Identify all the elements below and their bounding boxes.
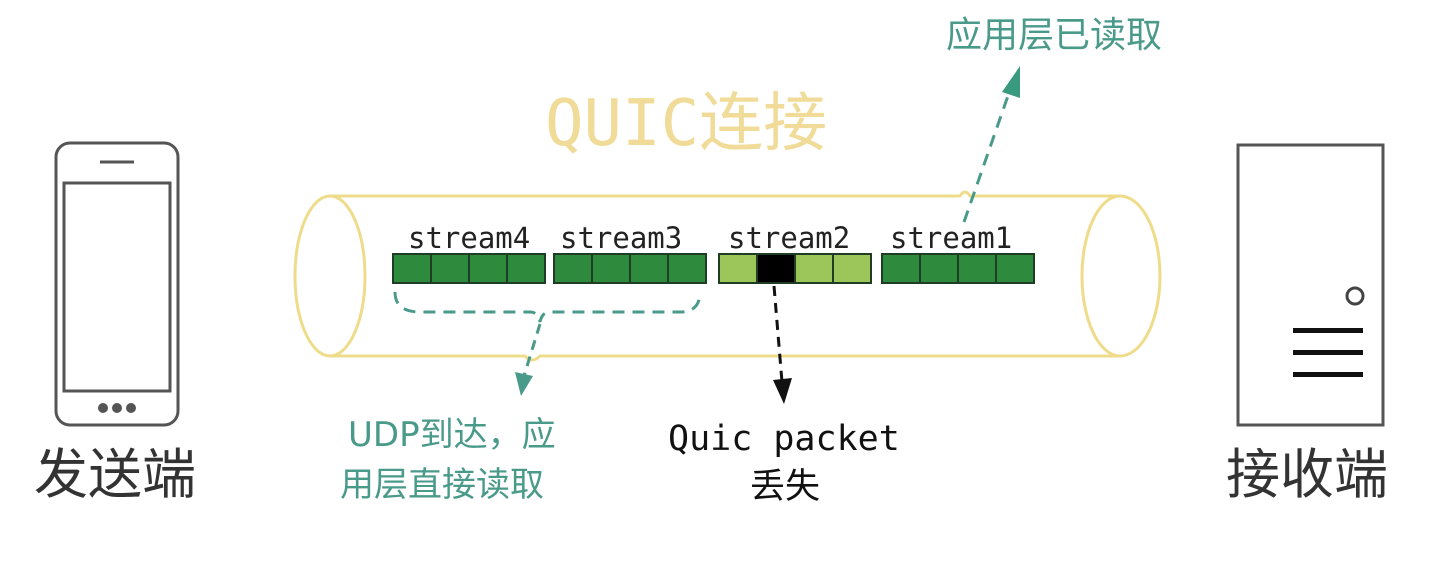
stream1-packet-1-ok: [881, 253, 921, 284]
stream-label-4: stream4: [408, 221, 531, 255]
quic-tube: [293, 190, 1162, 362]
lost-annotation-line2: 丢失: [750, 467, 821, 507]
udp-annotation-line1: UDP到达，应: [348, 415, 556, 455]
lost-arrow: [772, 285, 792, 404]
receiver-label: 接收端: [1226, 443, 1388, 506]
app-read-annotation: 应用层已读取: [946, 15, 1163, 56]
stream-label-2: stream2: [728, 221, 851, 255]
stream4-packet-2-ok: [430, 253, 470, 284]
udp-arrow: [515, 323, 542, 396]
stream3-packet-3-ok: [629, 253, 669, 284]
stream1-packet-3-ok: [957, 253, 997, 284]
stream-label-3: stream3: [560, 221, 683, 255]
udp-annotation-line2: 用层直接读取: [340, 465, 544, 505]
stream-label-1: stream1: [890, 221, 1013, 255]
stream2-packet-2-lost: [756, 253, 796, 284]
lost-annotation-line1: Quic packet: [668, 419, 900, 459]
stream2-packet-3-partial: [794, 253, 834, 284]
stream4-packet-4-ok: [506, 253, 546, 284]
stream3-packet-1-ok: [553, 253, 593, 284]
stream1-packet-2-ok: [919, 253, 959, 284]
sender-label: 发送端: [34, 443, 196, 506]
stream4-packet-1-ok: [392, 253, 432, 284]
stream2-packet-4-partial: [832, 253, 872, 284]
phone-icon: [54, 141, 180, 427]
diagram-title: QUIC连接: [545, 87, 828, 161]
app-read-arrow: [962, 66, 1020, 223]
packet-row: [392, 253, 1035, 284]
stream3-packet-4-ok: [667, 253, 707, 284]
stream4-packet-3-ok: [468, 253, 508, 284]
server-icon: [1236, 143, 1385, 427]
stream3-packet-2-ok: [591, 253, 631, 284]
stream2-packet-1-partial: [718, 253, 758, 284]
udp-brace: [393, 291, 702, 323]
stream1-packet-4-ok: [995, 253, 1035, 284]
